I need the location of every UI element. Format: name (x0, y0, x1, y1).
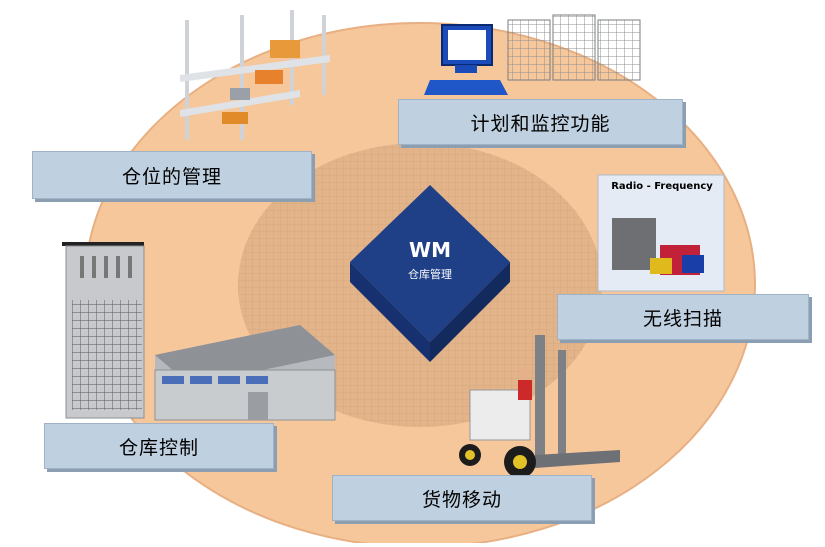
label-rf: 无线扫描 (557, 294, 809, 340)
forklift-icon (459, 335, 620, 478)
wm-subtitle: 仓库管理 (408, 268, 452, 281)
label-bins: 仓位的管理 (32, 151, 312, 199)
building-icon (62, 242, 145, 419)
rf-panel (597, 174, 725, 292)
label-warehouse-control: 仓库控制 (44, 423, 274, 469)
label-planning: 计划和监控功能 (398, 99, 683, 145)
wm-title: WM (409, 238, 451, 262)
shelving-icon (180, 10, 330, 140)
label-goods-movement: 货物移动 (332, 475, 592, 521)
wm-diamond (350, 185, 510, 362)
warehouse-icon (154, 325, 336, 421)
rf-caption: Radio - Frequency (611, 181, 713, 192)
racks-icon (507, 14, 641, 81)
computer-icon (424, 24, 508, 95)
